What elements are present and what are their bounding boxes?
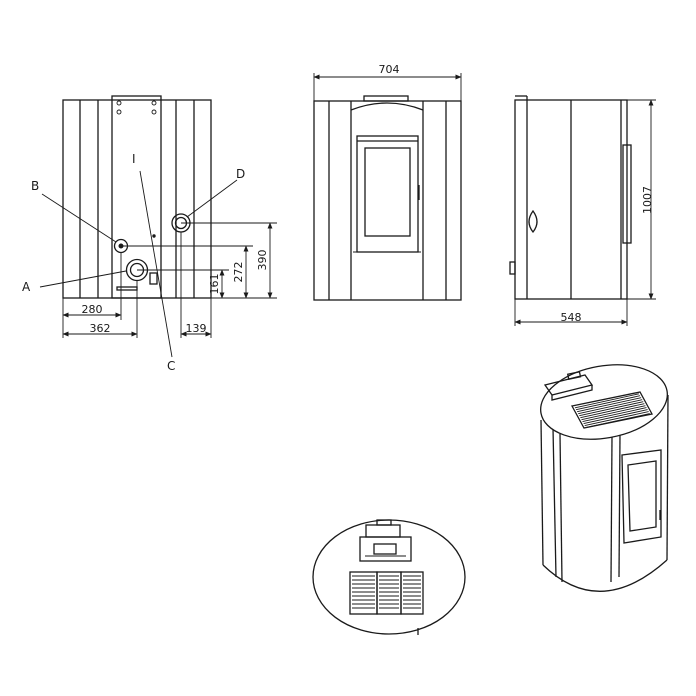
label-b: B (31, 179, 39, 193)
dim-1007: 1007 (641, 186, 654, 214)
back-panel (111, 95, 162, 299)
side-view: 1007 548 (509, 95, 656, 326)
dim-390: 390 (256, 250, 269, 271)
front-view-outline (313, 100, 462, 301)
top-grille (363, 95, 409, 102)
dim-280: 280 (82, 303, 103, 316)
dim-704: 704 (379, 63, 400, 76)
body-left-edge (540, 419, 544, 566)
side-handle (622, 144, 632, 244)
dim-161: 161 (208, 274, 221, 295)
detail-control-panel (359, 536, 412, 562)
back-view: B A C D I 390 272 161 280 362 139 (22, 95, 277, 373)
port-c-socket (149, 272, 158, 285)
dim-362: 362 (90, 322, 111, 335)
label-i: I (132, 152, 136, 166)
dim-548: 548 (561, 311, 582, 324)
side-connector (509, 261, 516, 275)
back-view-outline (62, 99, 212, 299)
dim-272: 272 (232, 262, 245, 283)
detail-panel-top (365, 524, 401, 538)
detail-view (312, 519, 466, 635)
back-vent-slot (116, 286, 138, 291)
side-knob (528, 209, 538, 234)
stove-top (540, 364, 668, 440)
isometric-view (540, 364, 669, 592)
iso-glass (627, 460, 657, 532)
iso-door (621, 449, 662, 544)
dim-139: 139 (186, 322, 207, 335)
top-grille-iso (571, 391, 653, 429)
detail-grille (349, 571, 424, 615)
front-door (356, 135, 419, 253)
front-view: 704 (313, 63, 462, 301)
label-d: D (236, 167, 245, 181)
label-c: C (167, 359, 175, 373)
front-glass (364, 147, 411, 237)
label-a: A (22, 280, 31, 294)
